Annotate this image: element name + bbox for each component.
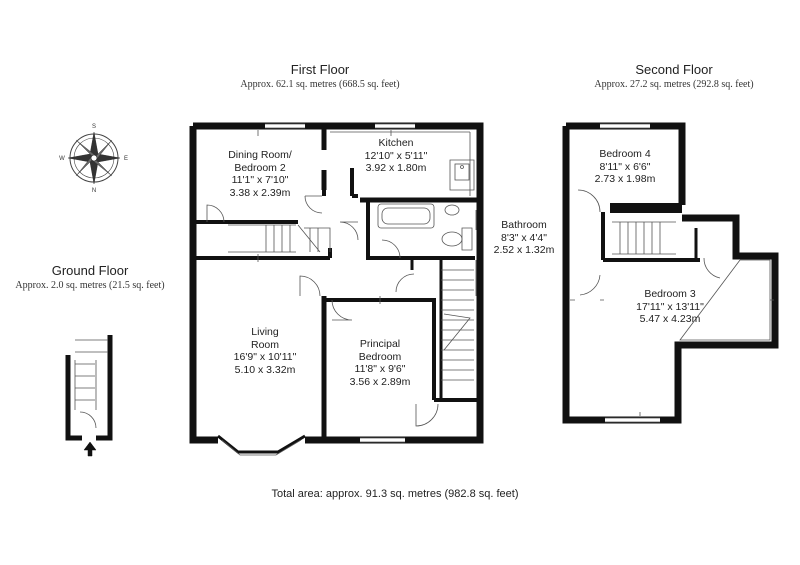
- entrance-arrow-icon: [83, 441, 97, 457]
- room-imperial-living: 16'9" x 10'11": [233, 351, 297, 364]
- room-metric-principal: 3.56 x 2.89m: [349, 375, 411, 388]
- compass-n-label: S: [92, 124, 96, 130]
- room-imperial-kitchen: 12'10" x 5'11": [364, 149, 428, 162]
- room-label-bathroom: Bathroom 8'3" x 4'4" 2.52 x 1.32m: [484, 219, 564, 257]
- first-floor-title: First Floor: [290, 62, 350, 77]
- room-label-living: Living Room 16'9" x 10'11" 5.10 x 3.32m: [210, 326, 320, 376]
- room-label-bedroom3: Bedroom 3 17'11" x 13'11" 5.47 x 4.23m: [620, 288, 720, 326]
- room-imperial-principal: 11'8" x 9'6": [354, 363, 406, 376]
- room-name-bedroom3: Bedroom 3: [644, 288, 696, 300]
- compass-w-label: W: [59, 156, 65, 162]
- room-metric-bedroom3: 5.47 x 4.23m: [639, 313, 701, 326]
- room-label-bedroom4: Bedroom 4 8'11" x 6'6" 2.73 x 1.98m: [580, 148, 670, 186]
- room-metric-bathroom: 2.52 x 1.32m: [493, 244, 555, 257]
- room-name-principal-2: Bedroom: [358, 350, 402, 363]
- room-name-bathroom: Bathroom: [501, 219, 547, 231]
- second-floor-area: Approx. 27.2 sq. metres (292.8 sq. feet): [594, 79, 754, 90]
- total-area: Total area: approx. 91.3 sq. metres (982…: [271, 488, 519, 500]
- first-floor-plan: [189, 122, 484, 456]
- room-name-kitchen: Kitchen: [378, 137, 414, 149]
- compass-s-label: N: [92, 188, 96, 194]
- room-imperial-bedroom3: 17'11" x 13'11": [636, 300, 704, 313]
- second-floor-plan: [562, 122, 779, 424]
- compass-e-label: E: [124, 156, 128, 162]
- second-floor-title: Second Floor: [635, 62, 713, 77]
- room-imperial-bedroom4: 8'11" x 6'6": [599, 160, 651, 173]
- room-name-living-2: Room: [250, 338, 279, 351]
- room-imperial-bathroom: 8'3" x 4'4": [501, 231, 547, 244]
- room-label-dining: Dining Room/ Bedroom 2 11'1" x 7'10" 3.3…: [200, 149, 320, 199]
- room-label-principal: Principal Bedroom 11'8" x 9'6" 3.56 x 2.…: [330, 338, 430, 388]
- room-name-dining-1: Dining Room/: [228, 149, 292, 161]
- room-metric-kitchen: 3.92 x 1.80m: [365, 162, 427, 175]
- room-name-bedroom4: Bedroom 4: [599, 148, 651, 160]
- room-metric-living: 5.10 x 3.32m: [234, 363, 296, 376]
- ground-floor-area: Approx. 2.0 sq. metres (21.5 sq. feet): [15, 280, 165, 291]
- ground-floor-title: Ground Floor: [51, 263, 129, 278]
- ground-floor-plan: [65, 335, 113, 441]
- room-metric-bedroom4: 2.73 x 1.98m: [594, 173, 656, 186]
- room-metric-dining: 3.38 x 2.39m: [229, 186, 291, 199]
- room-label-kitchen: Kitchen 12'10" x 5'11" 3.92 x 1.80m: [346, 137, 446, 175]
- room-name-living-1: Living: [251, 326, 279, 338]
- first-floor-area: Approx. 62.1 sq. metres (668.5 sq. feet): [240, 79, 400, 90]
- room-imperial-dining: 11'1" x 7'10": [231, 174, 289, 187]
- room-name-principal-1: Principal: [359, 338, 401, 350]
- room-name-dining-2: Bedroom 2: [234, 161, 286, 174]
- compass-icon: [67, 131, 121, 185]
